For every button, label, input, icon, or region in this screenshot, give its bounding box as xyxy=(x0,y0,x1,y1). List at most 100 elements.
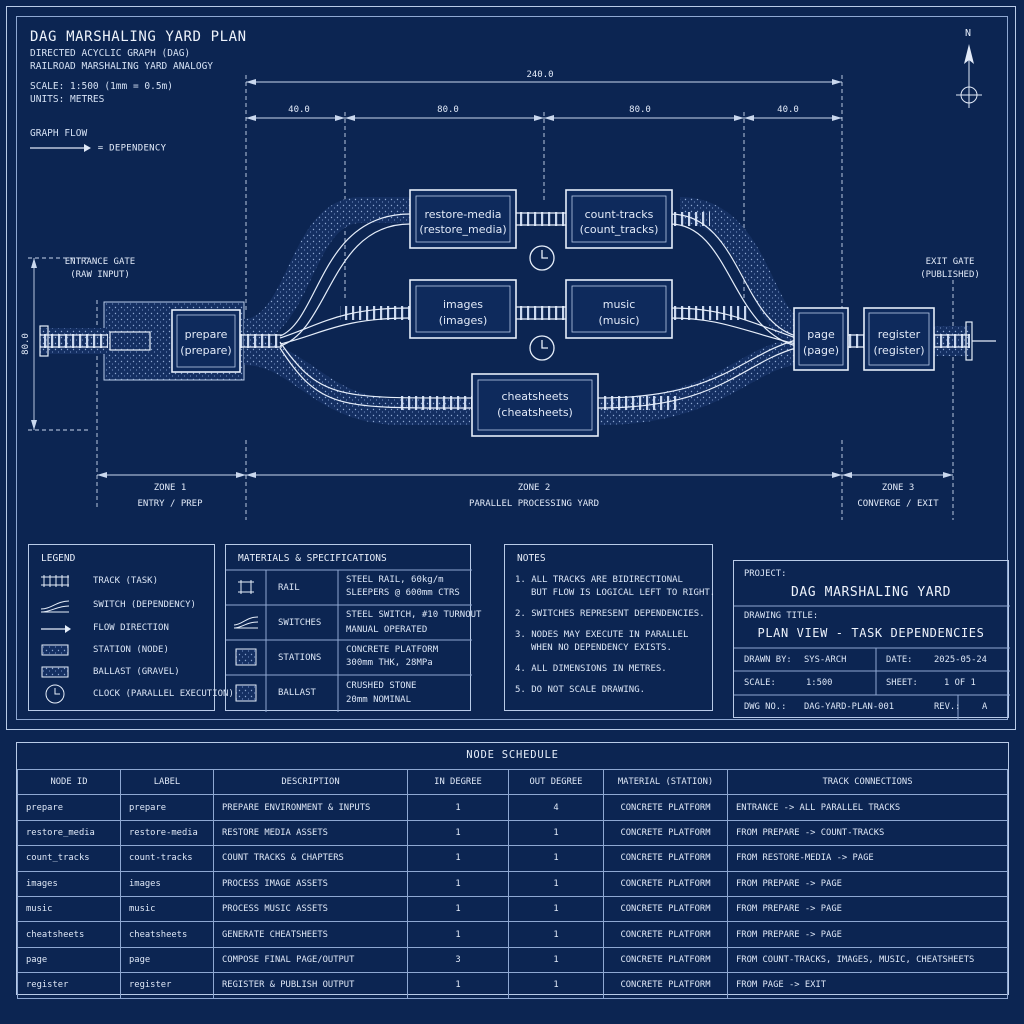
legend-panel: LEGEND TRACK (TASK) SWITCH (DEPENDENCY) … xyxy=(28,544,234,711)
parallel-clocks xyxy=(529,245,555,361)
flow-arrow-icon xyxy=(30,144,91,152)
node-label: restore-media xyxy=(424,208,501,221)
table-cell: CONCRETE PLATFORM xyxy=(603,972,728,999)
note-line: 2. SWITCHES REPRESENT DEPENDENCIES. xyxy=(515,609,705,619)
table-cell: FROM PREPARE -> PAGE xyxy=(727,921,1008,948)
units-note: UNITS: METRES xyxy=(30,94,105,105)
table-cell: 1 xyxy=(407,921,509,948)
drawing-frame xyxy=(16,16,1008,720)
dim-total: 240.0 xyxy=(526,70,553,80)
table-cell: count-tracks xyxy=(120,845,214,872)
node-id: (count_tracks) xyxy=(580,223,659,236)
station-prepare[interactable]: prepare (prepare) xyxy=(171,309,241,373)
material-spec: STEEL RAIL, 60kg/m xyxy=(346,575,444,585)
drawing-sheet-border xyxy=(6,6,1016,730)
legend-item-flow: FLOW DIRECTION xyxy=(93,623,169,633)
material-name: STATIONS xyxy=(278,653,322,663)
table-cell: 1 xyxy=(407,845,509,872)
table-cell: RESTORE MEDIA ASSETS xyxy=(213,819,408,847)
note-line: 3. NODES MAY EXECUTE IN PARALLEL xyxy=(515,630,689,640)
table-cell: CONCRETE PLATFORM xyxy=(603,819,728,847)
legend-item-ballast: BALLAST (GRAVEL) xyxy=(93,667,180,677)
table-cell: 1 xyxy=(508,845,604,872)
material-spec: CONCRETE PLATFORM xyxy=(346,645,439,655)
table-cell: cheatsheets xyxy=(17,921,121,948)
material-spec: MANUAL OPERATED xyxy=(346,625,428,635)
project-name: DAG MARSHALING YARD xyxy=(790,585,952,600)
table-cell: FROM RESTORE-MEDIA -> PAGE xyxy=(727,845,1008,872)
table-cell: page xyxy=(17,946,121,974)
stations: prepare (prepare) restore-media (restore… xyxy=(171,189,935,437)
column-header: LABEL xyxy=(120,768,214,796)
materials-grid xyxy=(226,569,472,712)
station-restore-media[interactable]: restore-media (restore_media) xyxy=(409,189,517,249)
table-cell: register xyxy=(17,972,121,999)
note-line: 5. DO NOT SCALE DRAWING. xyxy=(515,685,646,695)
station-register[interactable]: register (register) xyxy=(863,307,935,371)
drawing-title-label: DRAWING TITLE: xyxy=(744,611,819,621)
dim-seg3: 80.0 xyxy=(629,105,651,115)
table-cell: restore-media xyxy=(120,819,214,847)
table-cell: images xyxy=(17,870,121,897)
flow-arrow-icon xyxy=(41,625,71,633)
track-icon xyxy=(41,575,69,587)
table-cell: 1 xyxy=(407,819,509,847)
station-page[interactable]: page (page) xyxy=(793,307,849,371)
table-cell: cheatsheets xyxy=(120,921,214,948)
yard-diagram: 240.0 40.0 80.0 80.0 40.0 80.0 xyxy=(21,70,996,520)
column-header: NODE ID xyxy=(17,768,121,796)
rev: A xyxy=(982,702,988,712)
schedule-header-row: NODE ID LABEL DESCRIPTION IN DEGREE OUT … xyxy=(17,768,1008,796)
node-label: images xyxy=(443,298,483,311)
north-arrow: N xyxy=(954,28,984,113)
table-cell: CONCRETE PLATFORM xyxy=(603,845,728,872)
table-cell: COMPOSE FINAL PAGE/OUTPUT xyxy=(213,946,408,974)
table-cell: count_tracks xyxy=(17,845,121,872)
node-id: (restore_media) xyxy=(419,223,506,236)
table-cell: CONCRETE PLATFORM xyxy=(603,794,728,821)
node-label: music xyxy=(603,298,636,311)
table-cell: GENERATE CHEATSHEETS xyxy=(213,921,408,948)
subtitle-analogy: RAILROAD MARSHALING YARD ANALOGY xyxy=(30,61,214,72)
entrance-gate-label: ENTRANCE GATE xyxy=(65,257,135,267)
entrance-gate-sublabel: (RAW INPUT) xyxy=(70,270,130,280)
station-icon xyxy=(235,648,257,666)
column-header: OUT DEGREE xyxy=(508,768,604,796)
note-line: 4. ALL DIMENSIONS IN METRES. xyxy=(515,664,667,674)
table-cell: FROM COUNT-TRACKS, IMAGES, MUSIC, CHEATS… xyxy=(727,946,1008,974)
station-images[interactable]: images (images) xyxy=(409,279,517,339)
drawn-by: SYS-ARCH xyxy=(804,655,847,665)
table-cell: REGISTER & PUBLISH OUTPUT xyxy=(213,972,408,999)
ballast-icon xyxy=(235,684,257,702)
node-id: (page) xyxy=(803,344,839,357)
switch-icon xyxy=(233,616,259,629)
dwg-label: DWG NO.: xyxy=(744,702,787,712)
table-cell: 1 xyxy=(508,946,604,974)
table-cell: prepare xyxy=(120,794,214,821)
title-block-grid xyxy=(734,605,1010,719)
material-spec: SLEEPERS @ 600mm CTRS xyxy=(346,588,460,598)
station-cheatsheets[interactable]: cheatsheets (cheatsheets) xyxy=(471,373,599,437)
project-label: PROJECT: xyxy=(744,569,787,579)
table-cell: prepare xyxy=(17,794,121,821)
dim-seg2: 80.0 xyxy=(437,105,459,115)
zone2-desc: PARALLEL PROCESSING YARD xyxy=(469,499,599,509)
legend-item-switch: SWITCH (DEPENDENCY) xyxy=(93,600,196,610)
zone1-label: ZONE 1 xyxy=(154,483,187,493)
material-spec: 20mm NOMINAL xyxy=(346,695,412,705)
station-music[interactable]: music (music) xyxy=(565,279,673,339)
column-header: TRACK CONNECTIONS xyxy=(727,768,1008,796)
station-count-tracks[interactable]: count-tracks (count_tracks) xyxy=(565,189,673,249)
table-cell: 1 xyxy=(407,895,509,923)
exit-gate-label: EXIT GATE xyxy=(926,257,975,267)
graph-flow-label: GRAPH FLOW xyxy=(30,128,88,139)
node-label: register xyxy=(878,328,921,341)
table-cell: CONCRETE PLATFORM xyxy=(603,946,728,974)
dimension-ticks xyxy=(31,79,953,478)
table-cell: PROCESS MUSIC ASSETS xyxy=(213,895,408,923)
table-cell: 1 xyxy=(508,819,604,847)
node-id: (cheatsheets) xyxy=(497,406,573,419)
